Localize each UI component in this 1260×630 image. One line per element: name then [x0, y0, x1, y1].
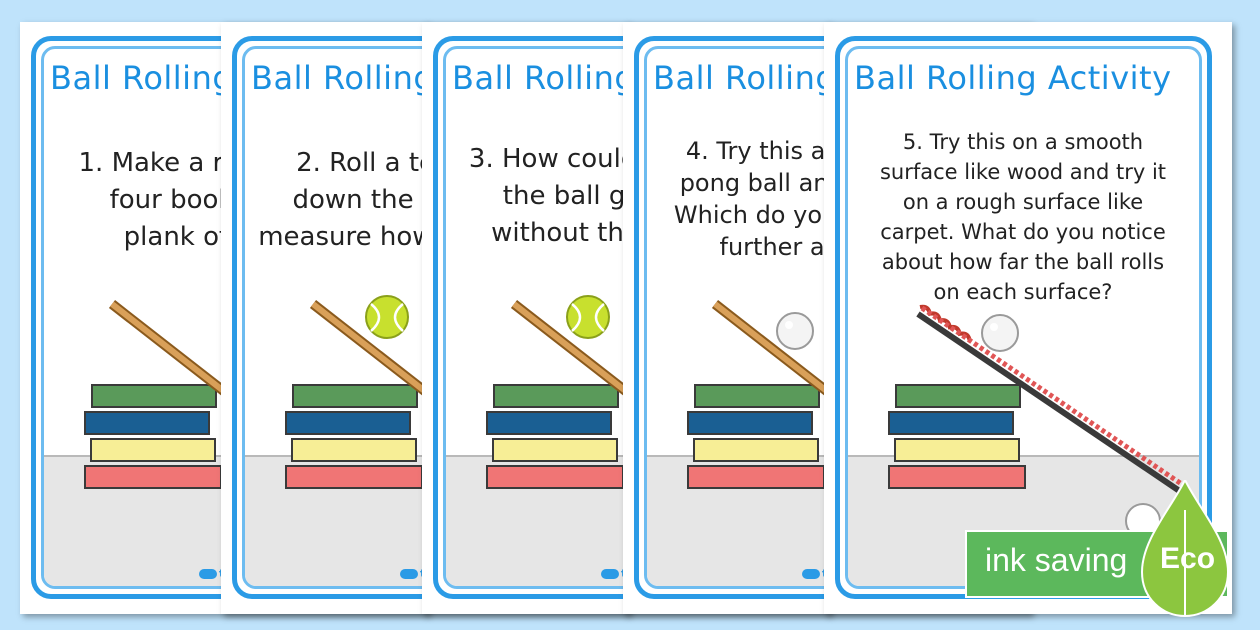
carpet-ramp — [916, 304, 1185, 539]
book-blue — [888, 411, 1014, 435]
pong-ball — [776, 312, 814, 350]
book-red — [888, 465, 1026, 489]
instruction-line: carpet. What do you notice — [880, 220, 1166, 244]
book-yellow — [492, 438, 618, 462]
instruction-line: surface like wood and try it — [879, 160, 1167, 184]
book-green — [292, 384, 418, 408]
book-yellow — [291, 438, 417, 462]
book-red — [486, 465, 624, 489]
book-yellow — [894, 438, 1020, 462]
book-red — [84, 465, 222, 489]
eco-label: Eco — [1160, 542, 1216, 575]
card-title: Ball Rolling Activity — [854, 59, 1172, 97]
instruction-text: 5. Try this on a smooth surface like woo… — [858, 127, 1188, 307]
eco-leaf-icon — [1140, 480, 1230, 618]
book-red — [687, 465, 825, 489]
tennis-ball — [566, 295, 610, 339]
book-blue — [84, 411, 210, 435]
book-green — [91, 384, 217, 408]
book-green — [895, 384, 1021, 408]
ink-saving-label: ink saving — [985, 542, 1128, 578]
book-blue — [687, 411, 813, 435]
book-green — [694, 384, 820, 408]
instruction-line: on a rough surface like — [902, 190, 1144, 214]
book-yellow — [693, 438, 819, 462]
book-green — [493, 384, 619, 408]
book-blue — [486, 411, 612, 435]
book-blue — [285, 411, 411, 435]
instruction-line: about how far the ball rolls — [881, 250, 1165, 274]
book-yellow — [90, 438, 216, 462]
instruction-line: 5. Try this on a smooth — [902, 130, 1144, 154]
tennis-ball — [365, 295, 409, 339]
instruction-line: on each surface? — [933, 280, 1113, 304]
pong-ball — [981, 314, 1019, 352]
